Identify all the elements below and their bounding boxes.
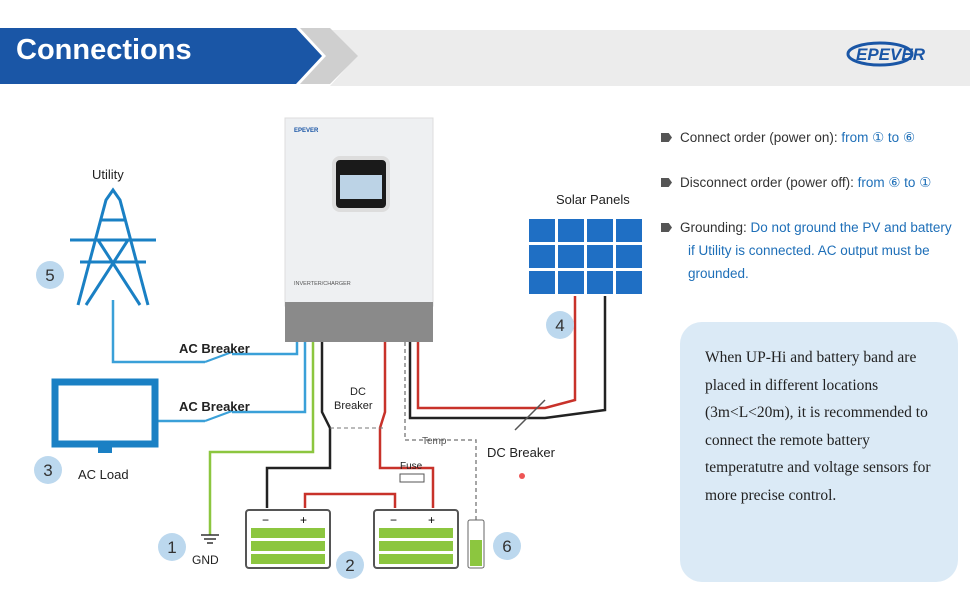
- svg-text:+: +: [428, 513, 435, 527]
- solar-cell: [558, 245, 584, 268]
- step-1-number: 1: [167, 538, 176, 557]
- solar-cell: [616, 245, 642, 268]
- step-4-number: 4: [555, 316, 564, 335]
- solar-panel-icon: [529, 219, 642, 294]
- ac-breaker-label: AC Breaker: [179, 341, 250, 356]
- remote-sensor-note: When UP-Hi and battery band are placed i…: [680, 322, 958, 582]
- svg-text:+: +: [300, 513, 307, 527]
- dc-breaker-label: DC Breaker: [487, 445, 556, 460]
- solar-cell: [587, 245, 613, 268]
- battery-positive-wire: [378, 342, 435, 508]
- solar-cell: [529, 219, 555, 242]
- ac-breaker-label: AC Breaker: [179, 399, 250, 414]
- step-4-circle: [546, 311, 574, 339]
- svg-text:−: −: [262, 513, 269, 527]
- step-6-number: 6: [502, 537, 511, 556]
- ac-load-monitor-icon: [51, 378, 159, 453]
- step-5-circle: [36, 261, 64, 289]
- fuse: [399, 473, 425, 483]
- fuse-label: Fuse: [400, 461, 423, 472]
- ac-load-label: AC Load: [78, 467, 129, 482]
- temperature-sensor-icon: [467, 519, 485, 569]
- solar-cell: [616, 219, 642, 242]
- bullet-icon: [661, 223, 672, 232]
- step-3-circle: [34, 456, 62, 484]
- solar-cell: [529, 271, 555, 294]
- solar-cell: [587, 219, 613, 242]
- bullet-icon: [661, 133, 672, 142]
- series-link-wire: [303, 492, 397, 508]
- bullet-icon: [661, 178, 672, 187]
- step-2-number: 2: [345, 556, 354, 575]
- gnd-label: GND: [192, 553, 219, 567]
- connect-order-note: Connect order (power on): from ① to ⑥: [661, 126, 961, 149]
- grounding-note: Grounding: Do not ground the PV and batt…: [661, 216, 958, 285]
- svg-text:−: −: [390, 513, 397, 527]
- ground-wire: [208, 342, 315, 535]
- temp-sensor-wire: [404, 342, 477, 520]
- inverter-charger: EPEVER INVERTER/CHARGER: [284, 117, 434, 342]
- utility-tower-icon: [70, 187, 156, 306]
- utility-label: Utility: [92, 167, 124, 182]
- solar-cell: [558, 219, 584, 242]
- ground-icon: [201, 534, 219, 544]
- dc-breaker-label: DC: [350, 386, 366, 398]
- ac-breakers: [204, 351, 233, 422]
- step-6-circle: [493, 532, 521, 560]
- ac-wires: [111, 300, 307, 423]
- solar-panels-label: Solar Panels: [556, 192, 630, 207]
- epever-logo: EPEVER: [846, 40, 942, 73]
- disconnect-order-note: Disconnect order (power off): from ⑥ to …: [661, 171, 961, 194]
- temp-label: Temp: [422, 436, 447, 447]
- step-1-circle: [158, 533, 186, 561]
- step-3-number: 3: [43, 461, 52, 480]
- solar-cell: [616, 271, 642, 294]
- battery-2: −+: [373, 509, 459, 569]
- dc-breaker-label: Breaker: [334, 400, 373, 412]
- svg-text:INVERTER/CHARGER: INVERTER/CHARGER: [294, 281, 351, 287]
- solar-cell: [529, 245, 555, 268]
- step-2-circle: [336, 551, 364, 579]
- battery-negative-wire: [265, 342, 332, 508]
- solar-cell: [587, 271, 613, 294]
- pv-negative-wire: [408, 296, 607, 420]
- step-5-number: 5: [45, 266, 54, 285]
- page-title: Connections: [16, 34, 192, 66]
- svg-text:EPEVER: EPEVER: [856, 45, 926, 64]
- solar-cell: [558, 271, 584, 294]
- battery-1: −+: [245, 509, 331, 569]
- svg-text:EPEVER: EPEVER: [294, 128, 319, 134]
- pv-positive-wire: [416, 296, 577, 410]
